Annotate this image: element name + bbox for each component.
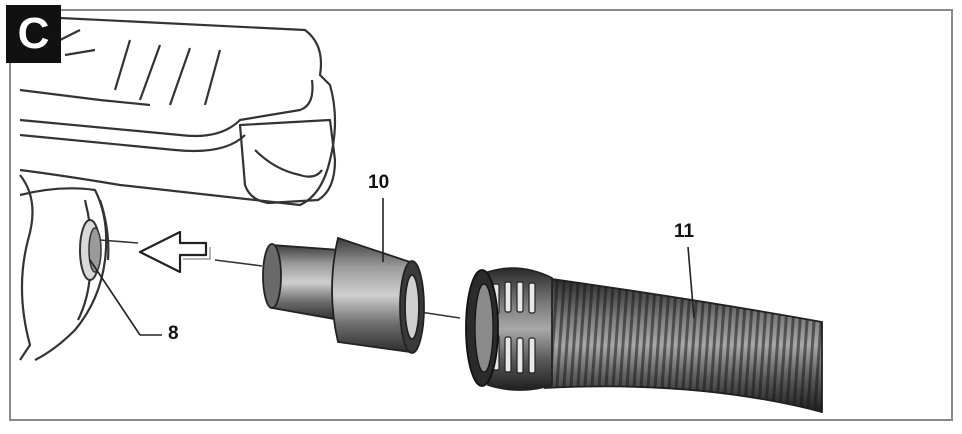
assembly-axis (99, 239, 461, 319)
tool-housing (19, 16, 337, 361)
callout-hose: 11 (674, 221, 695, 242)
callout-dust-port: 8 (168, 323, 179, 344)
insert-direction-arrow (138, 230, 208, 274)
figure-frame (9, 9, 953, 421)
leader-lines (89, 198, 695, 336)
callout-adapter: 10 (368, 172, 390, 193)
dust-port-outlet (79, 219, 102, 281)
hose-part (465, 267, 823, 414)
figure-badge: C (6, 5, 61, 63)
adapter-part (262, 236, 425, 354)
